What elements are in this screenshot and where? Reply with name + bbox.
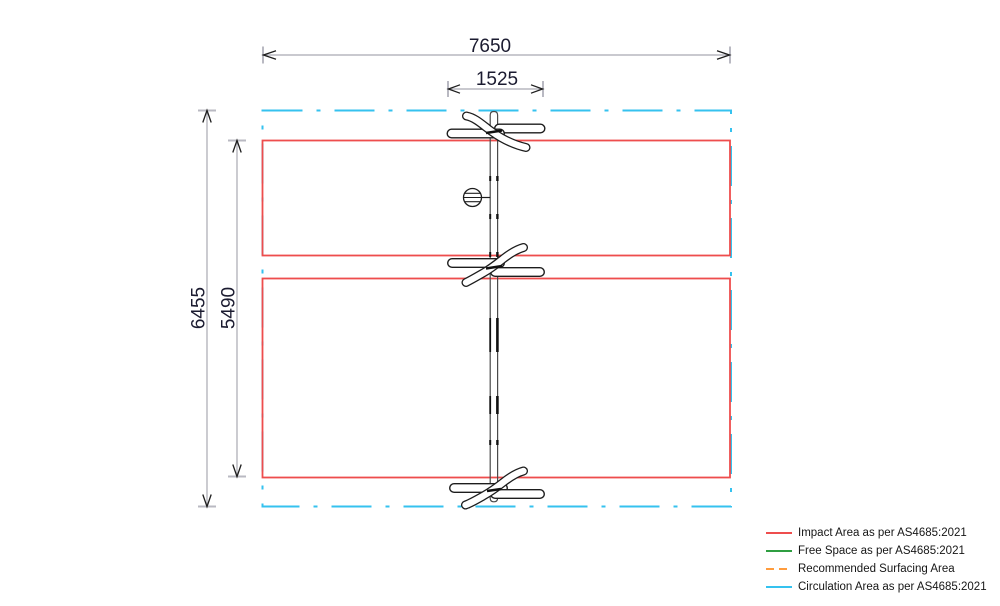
legend-label: Free Space as per AS4685:2021	[798, 545, 965, 557]
legend-item-free-space: Free Space as per AS4685:2021	[766, 542, 998, 560]
top-arm-assembly	[446, 111, 546, 152]
dimension-label-impact-height: 5490	[219, 287, 240, 329]
free-space-line-swatch	[766, 550, 792, 552]
hand-wheel	[462, 187, 491, 208]
arrow-down-icon	[202, 494, 212, 509]
dimension-impact-height: 5490	[219, 138, 246, 479]
bottom-arm-assembly	[449, 466, 545, 510]
arrow-right-icon	[530, 84, 545, 94]
legend-label: Recommended Surfacing Area	[798, 563, 955, 575]
legend-item-circulation-area: Circulation Area as per AS4685:2021	[766, 578, 998, 596]
legend: Impact Area as per AS4685:2021 Free Spac…	[766, 524, 998, 596]
equipment-drawing	[446, 110, 546, 510]
arrow-right-icon	[716, 50, 732, 60]
middle-arm-assembly	[447, 243, 545, 287]
arrow-left-icon	[261, 50, 277, 60]
arrow-up-icon	[232, 138, 242, 153]
impact-area-upper-rect	[261, 139, 731, 257]
dimension-overall-width: 7650	[261, 36, 732, 64]
center-pole	[489, 110, 499, 503]
impact-area-lower-rect	[261, 277, 731, 479]
arrow-up-icon	[202, 108, 212, 123]
arrow-left-icon	[446, 84, 461, 94]
legend-item-recommended-surfacing: Recommended Surfacing Area	[766, 560, 998, 578]
legend-label: Circulation Area as per AS4685:2021	[798, 581, 987, 593]
legend-label: Impact Area as per AS4685:2021	[798, 527, 967, 539]
recommended-surfacing-line-swatch	[766, 568, 792, 570]
dimension-label-equipment-width: 1525	[476, 69, 518, 90]
legend-item-impact-area: Impact Area as per AS4685:2021	[766, 524, 998, 542]
dimension-equipment-width: 1525	[446, 69, 545, 97]
dimension-overall-height: 6455	[189, 108, 216, 509]
dimension-label-overall-width: 7650	[469, 36, 511, 57]
circulation-area-line-swatch	[766, 586, 792, 588]
dimension-label-overall-height: 6455	[189, 287, 210, 329]
circulation-area-rect	[261, 109, 732, 508]
impact-area-line-swatch	[766, 532, 792, 534]
arrow-down-icon	[232, 464, 242, 479]
